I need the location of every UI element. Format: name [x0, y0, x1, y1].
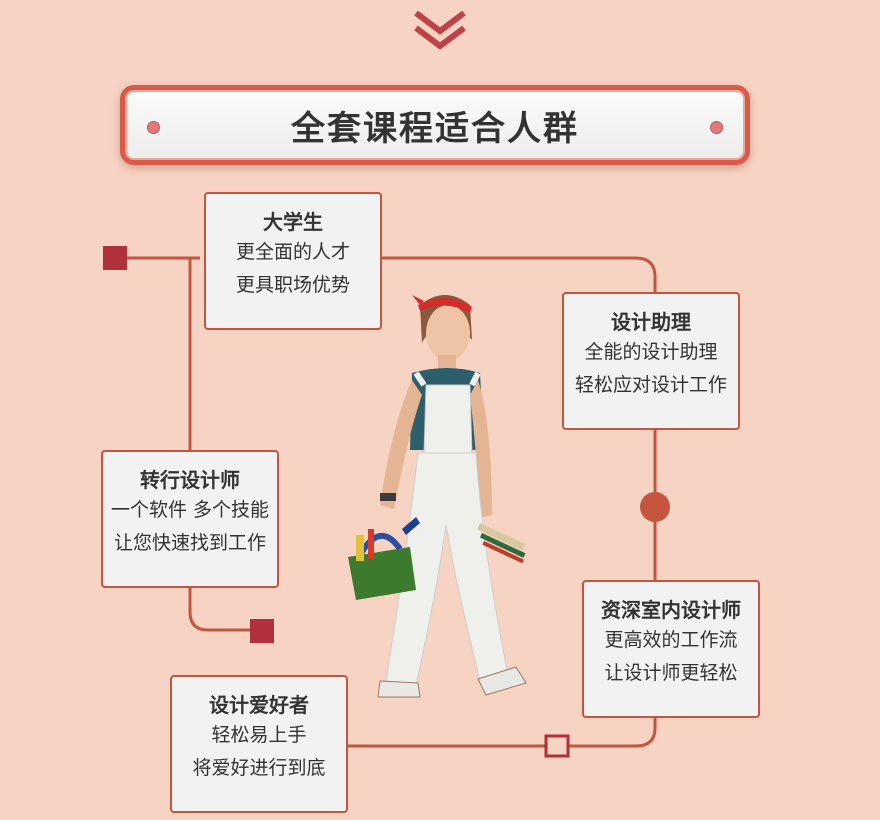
- square-marker-bottom-left: [250, 619, 274, 643]
- card-line: 让设计师更轻松: [604, 662, 738, 684]
- card-line: 让您快速找到工作: [113, 532, 266, 554]
- card-title: 设计爱好者: [209, 693, 309, 717]
- card-line: 更具职场优势: [235, 274, 350, 296]
- title-dot-left: [147, 121, 160, 134]
- card-title: 转行设计师: [140, 468, 240, 492]
- card-design-assistant: 设计助理 全能的设计助理 轻松应对设计工作: [562, 292, 740, 430]
- square-outline-marker-bottom: [544, 734, 570, 758]
- line-right-top: [380, 256, 657, 294]
- circle-marker-right: [640, 492, 670, 522]
- line-left-lower: [188, 585, 258, 632]
- card-title: 资深室内设计师: [601, 598, 741, 622]
- square-marker-top-left: [103, 246, 127, 270]
- card-career-changer: 转行设计师 一个软件 多个技能 让您快速找到工作: [101, 450, 279, 588]
- card-line: 轻松易上手: [211, 724, 307, 746]
- card-college-student: 大学生 更全面的人才 更具职场优势: [204, 192, 382, 330]
- painter-woman-illustration: [348, 295, 527, 698]
- card-line: 轻松应对设计工作: [574, 374, 727, 396]
- card-line: 更高效的工作流: [604, 629, 738, 651]
- card-line: 将爱好进行到底: [192, 757, 326, 779]
- line-bottom: [348, 718, 657, 748]
- page-title: 全套课程适合人群: [291, 108, 579, 149]
- card-senior-interior-designer: 资深室内设计师 更高效的工作流 让设计师更轻松: [582, 580, 760, 718]
- card-title: 大学生: [263, 210, 323, 234]
- double-chevron-down-icon: [414, 10, 466, 50]
- card-design-enthusiast: 设计爱好者 轻松易上手 将爱好进行到底: [170, 675, 348, 813]
- card-line: 全能的设计助理: [584, 341, 718, 363]
- card-line: 一个软件 多个技能: [110, 499, 270, 521]
- card-title: 设计助理: [611, 310, 691, 334]
- card-line: 更全面的人才: [235, 241, 350, 263]
- title-dot-right: [710, 121, 723, 134]
- title-banner: 全套课程适合人群: [120, 85, 750, 165]
